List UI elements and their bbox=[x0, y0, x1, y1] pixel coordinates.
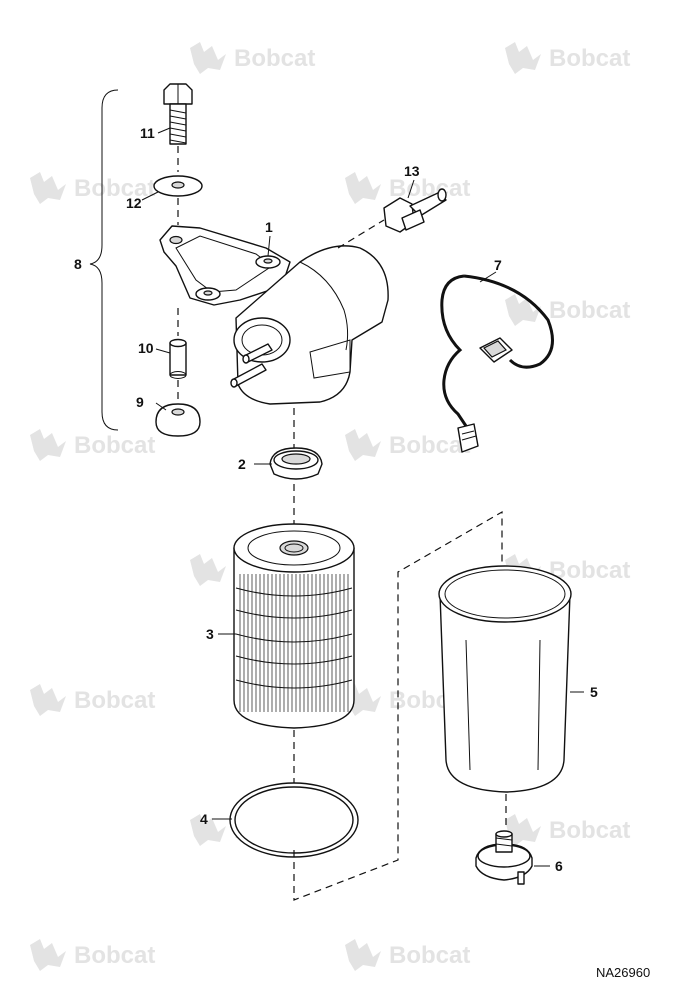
callout-1: 1 bbox=[265, 219, 273, 235]
callout-2: 2 bbox=[238, 456, 246, 472]
svg-text:Bobcat: Bobcat bbox=[549, 297, 630, 324]
filter-element-part-3 bbox=[233, 523, 355, 729]
watermark: Bobcat bbox=[345, 939, 470, 971]
callout-6: 6 bbox=[555, 858, 563, 874]
wire-harness-part-7 bbox=[440, 274, 554, 453]
svg-text:Bobcat: Bobcat bbox=[74, 942, 155, 969]
callout-13: 13 bbox=[404, 163, 420, 179]
watermark: Bobcat bbox=[505, 814, 630, 846]
washer-part-12 bbox=[153, 175, 203, 197]
fitting-axis bbox=[337, 219, 385, 249]
svg-text:Bobcat: Bobcat bbox=[549, 45, 630, 72]
callout-8: 8 bbox=[74, 256, 82, 272]
watermark: Bobcat bbox=[345, 429, 470, 461]
svg-text:Bobcat: Bobcat bbox=[74, 687, 155, 714]
callout-7: 7 bbox=[494, 257, 502, 273]
watermark: Bobcat bbox=[505, 42, 630, 74]
watermark: Bobcat bbox=[30, 684, 155, 716]
watermark: Bobcat bbox=[30, 939, 155, 971]
svg-text:Bobcat: Bobcat bbox=[74, 175, 155, 202]
callout-11: 11 bbox=[140, 125, 155, 141]
callout-labels: 1 2 3 4 5 6 7 8 9 10 11 12 13 bbox=[74, 125, 598, 874]
svg-text:Bobcat: Bobcat bbox=[234, 45, 315, 72]
callout-3: 3 bbox=[206, 626, 214, 642]
grommet-part-9 bbox=[155, 403, 201, 437]
spacer-part-10 bbox=[169, 338, 187, 379]
svg-text:Bobcat: Bobcat bbox=[389, 942, 470, 969]
watermark: Bobcat bbox=[30, 429, 155, 461]
drain-plug-part-6 bbox=[475, 830, 533, 885]
watermark: Bobcat bbox=[505, 294, 630, 326]
watermark: Bobcat bbox=[30, 172, 155, 204]
filter-head-part-1 bbox=[159, 225, 389, 405]
figure-id: NA26960 bbox=[596, 965, 650, 980]
callout-10: 10 bbox=[138, 340, 154, 356]
assembly-path bbox=[293, 510, 503, 901]
bolt-part-11 bbox=[163, 83, 193, 145]
callout-5: 5 bbox=[590, 684, 598, 700]
seal-part-2 bbox=[269, 447, 323, 480]
callout-4: 4 bbox=[200, 811, 208, 827]
callout-9: 9 bbox=[136, 394, 144, 410]
fitting-part-13 bbox=[383, 188, 447, 233]
svg-text:Bobcat: Bobcat bbox=[74, 432, 155, 459]
group-bracket bbox=[89, 89, 119, 431]
callout-12: 12 bbox=[126, 195, 142, 211]
leader-lines bbox=[141, 127, 584, 867]
bowl-part-5 bbox=[438, 565, 572, 793]
watermark: Bobcat bbox=[190, 42, 315, 74]
svg-text:Bobcat: Bobcat bbox=[549, 817, 630, 844]
svg-text:Bobcat: Bobcat bbox=[389, 432, 470, 459]
o-ring-part-4 bbox=[229, 782, 359, 858]
